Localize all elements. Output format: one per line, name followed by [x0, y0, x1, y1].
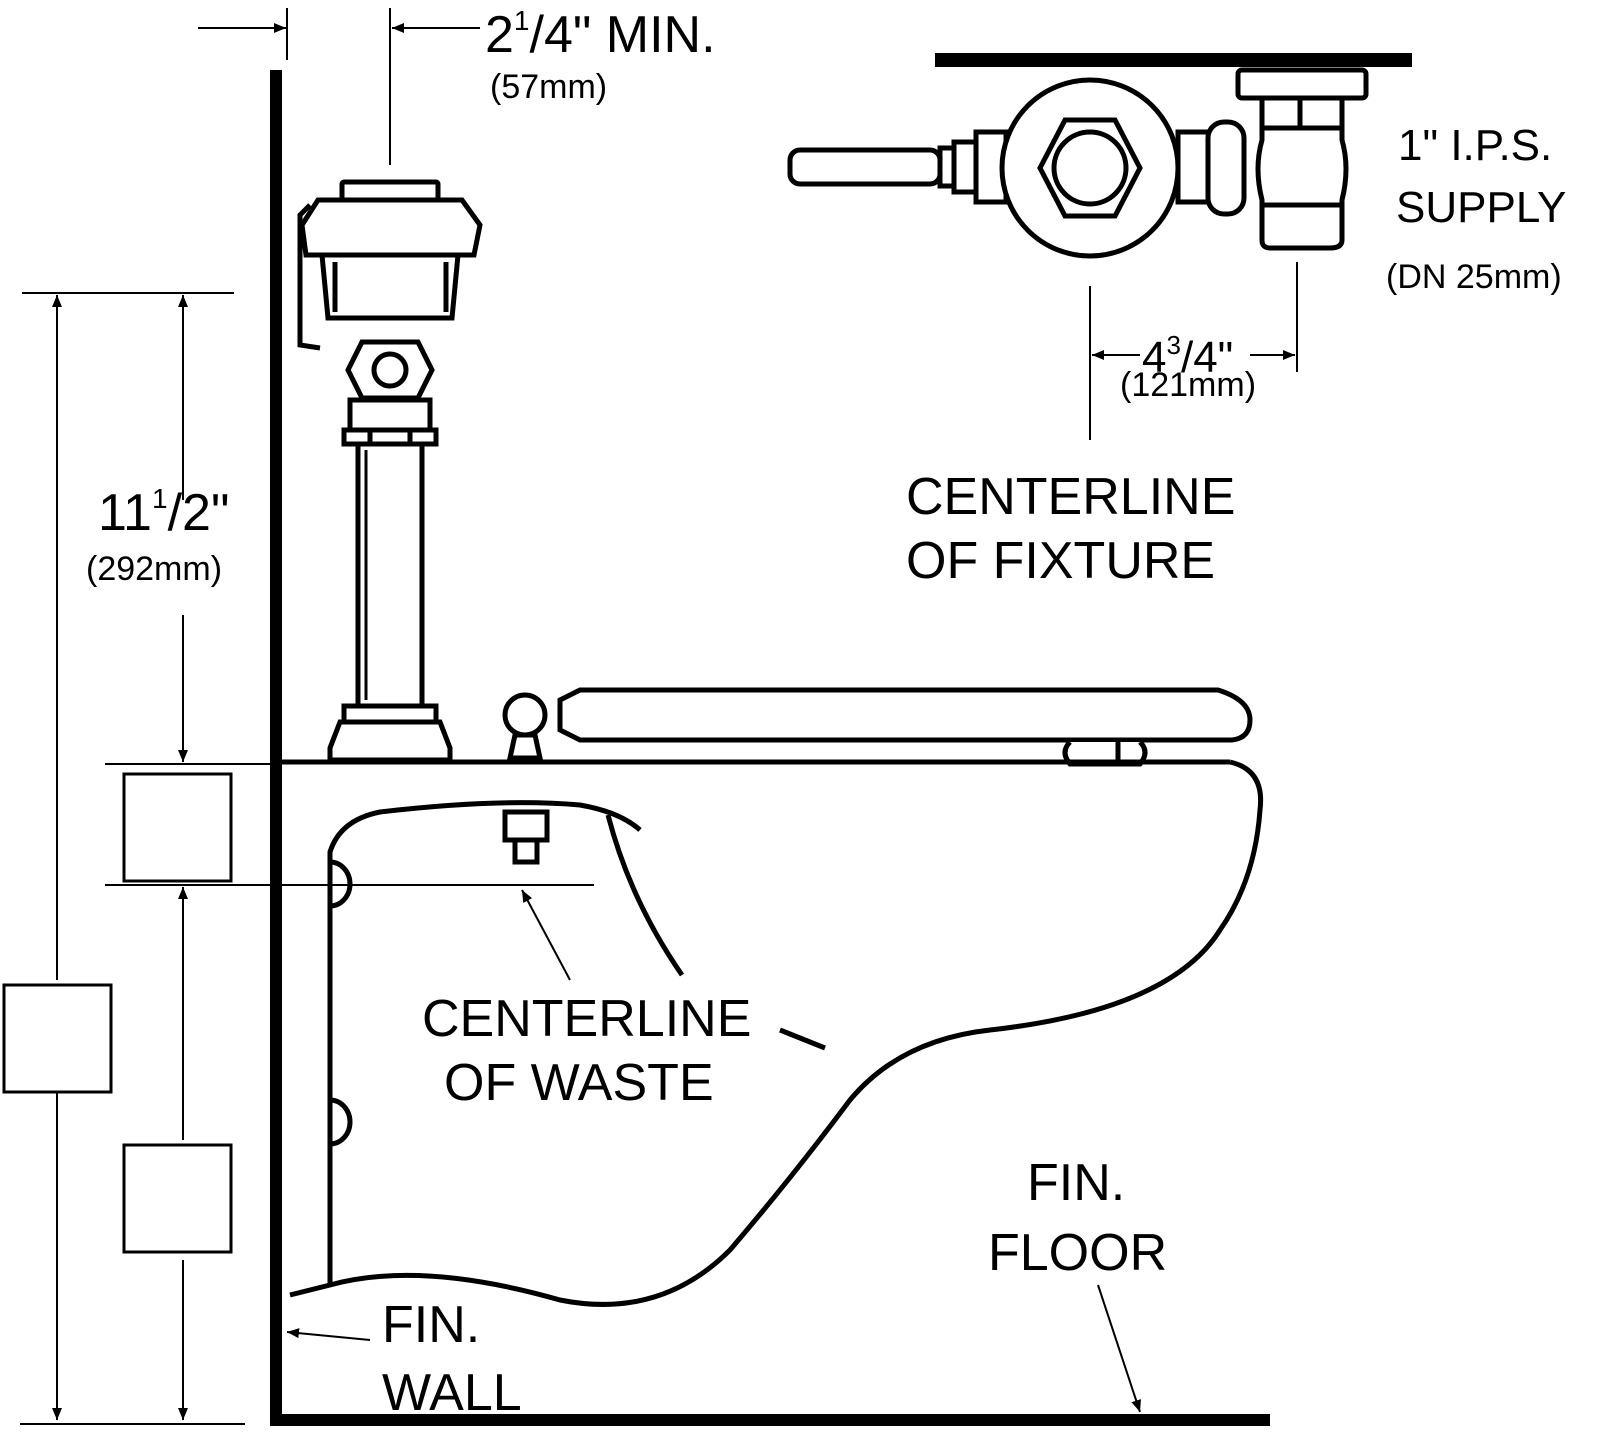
- centerline-fixture-line-1: CENTERLINE: [906, 468, 1235, 526]
- wall-clearance-metric: (57mm): [490, 68, 607, 106]
- fin-wall-line-1: FIN.: [382, 1296, 480, 1354]
- dimension-value-boxes: [2, 772, 233, 1254]
- centerline-waste-leader: [521, 889, 571, 981]
- fin-wall-leader: [286, 1328, 371, 1341]
- supply-label-line-1: 1" I.P.S.: [1398, 121, 1552, 170]
- dimension-box-upper: [122, 772, 233, 883]
- centerline-waste-line-2: OF WASTE: [444, 1054, 714, 1112]
- wall-clearance-whole: 2: [485, 6, 514, 64]
- supply-label-line-2: SUPPLY: [1396, 183, 1566, 232]
- toilet-seat: [502, 687, 1253, 767]
- flush-valve-elevation: [297, 179, 483, 763]
- dimension-box-left: [2, 983, 113, 1094]
- wall-clearance-dimension: 21/4" MIN. (57mm): [198, 5, 716, 165]
- fin-floor-line-1: FIN.: [1027, 1154, 1125, 1212]
- wall-clearance-suffix: " MIN.: [573, 6, 716, 64]
- wall-clearance-numerator: 1: [514, 5, 530, 36]
- supply-label-line-3: (DN 25mm): [1386, 258, 1562, 296]
- supply-offset-whole: 4: [1142, 333, 1166, 382]
- svg-text:21/4" MIN.: 21/4" MIN.: [485, 5, 716, 64]
- supply-offset-label: 43/4": [1142, 330, 1233, 382]
- fin-wall-line-2: WALL: [382, 1364, 522, 1422]
- flush-valve-plan-view: [787, 67, 1369, 259]
- supply-height-suffix: ": [211, 484, 229, 542]
- supply-height-denominator: 2: [182, 484, 211, 542]
- supply-offset-numerator: 3: [1166, 330, 1180, 360]
- fin-floor-leader: [1097, 1284, 1141, 1413]
- supply-offset-denominator: 4: [1193, 333, 1217, 382]
- supply-offset-metric: (121mm): [1120, 366, 1256, 404]
- supply-height-whole: 11: [98, 484, 152, 542]
- centerline-fixture-line-2: OF FIXTURE: [906, 532, 1215, 590]
- centerline-waste-line-1: CENTERLINE: [422, 990, 751, 1048]
- fin-floor-line-2: FLOOR: [988, 1224, 1167, 1282]
- supply-height-dimension: [20, 292, 594, 1425]
- supply-height-numerator: 1: [152, 483, 168, 514]
- wall-clearance-denominator: 4: [544, 6, 573, 64]
- supply-offset-suffix: ": [1218, 333, 1234, 382]
- supply-height-metric: (292mm): [86, 550, 222, 588]
- dimension-box-lower: [122, 1143, 233, 1254]
- supply-height-label: 111/2": [98, 483, 229, 542]
- supply-offset-dimension: [1089, 262, 1298, 440]
